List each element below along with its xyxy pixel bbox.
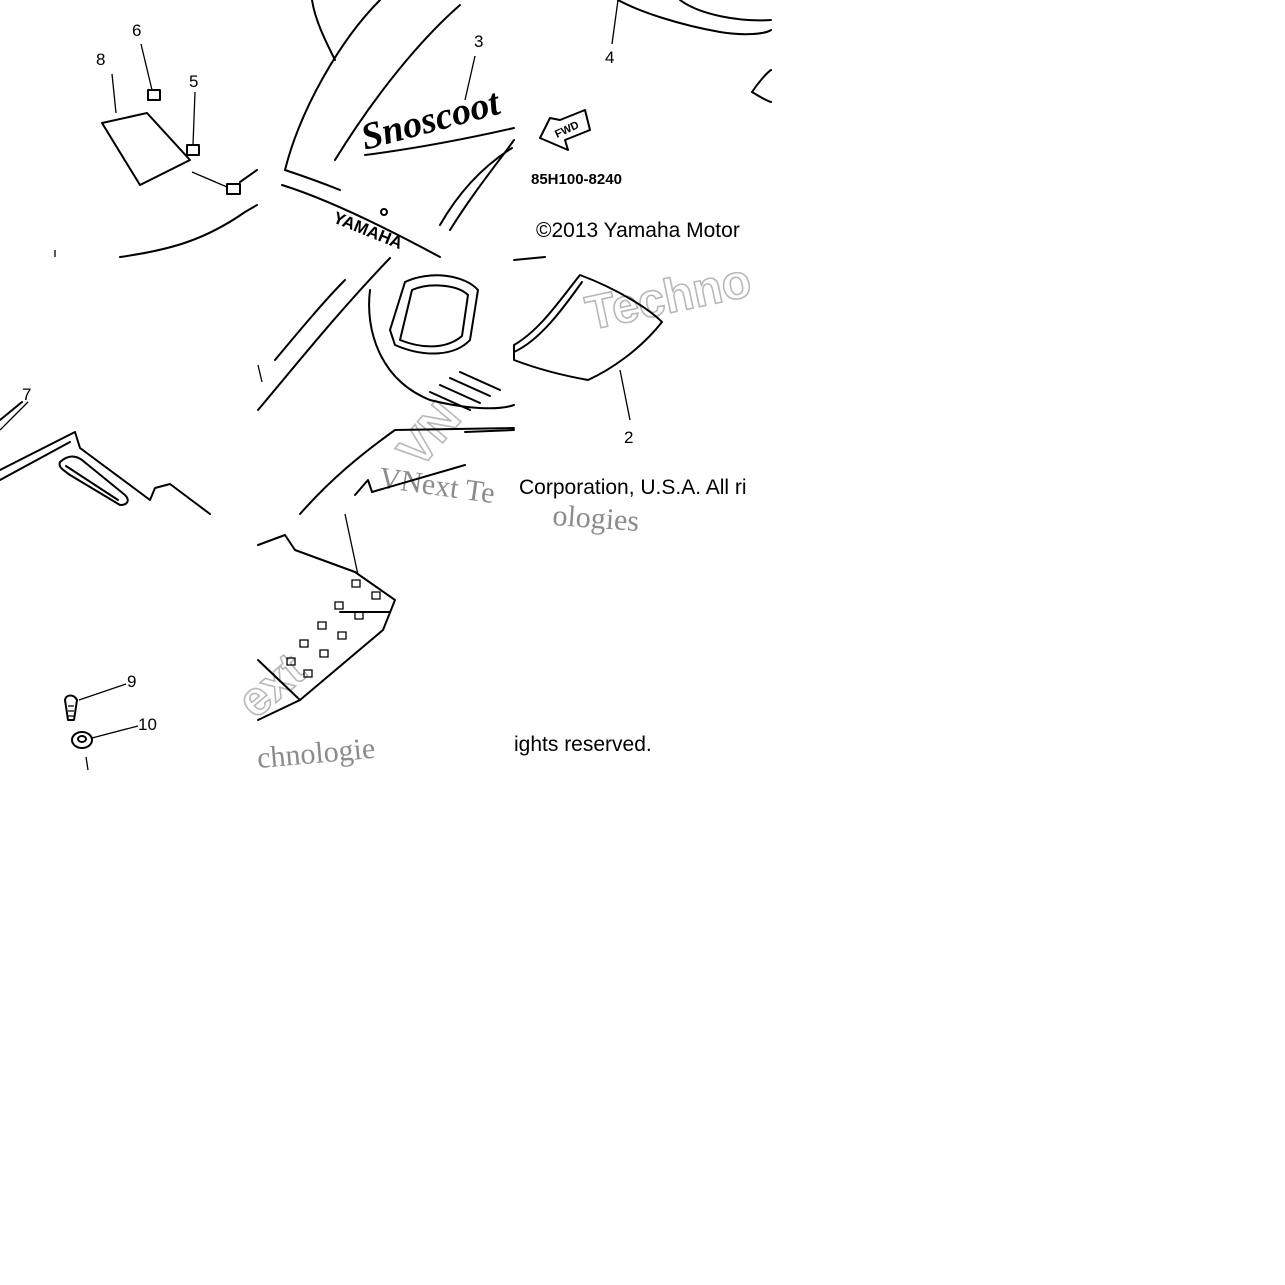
svg-text:FWD: FWD — [553, 119, 581, 140]
copyright-line-2: Corporation, U.S.A. All ri — [519, 476, 747, 499]
watermark-ologies: ologies — [552, 499, 641, 538]
callout-4: 4 — [605, 48, 614, 67]
snoscoot-logo: Snoscoot — [356, 81, 505, 159]
watermark-chnologie: chnologie — [256, 732, 377, 775]
diagram-number: 85H100-8240 — [531, 171, 622, 188]
part-9-screw — [64, 683, 127, 721]
callout-labels: 3 4 5 6 8 7 2 9 10 — [0, 0, 633, 734]
floorboard-grip-holes — [286, 579, 381, 678]
part-4-side-panel — [617, 0, 772, 103]
front-hood — [281, 0, 515, 258]
callout-9: 9 — [127, 672, 136, 691]
snoscoot-logo-swash — [364, 127, 515, 156]
lower-body-line-left — [119, 204, 258, 258]
copyright-line-3: ights reserved. — [514, 733, 652, 756]
callout-7: 7 — [22, 385, 31, 404]
part-7-footrest-left — [0, 401, 211, 515]
copyright-line-1: ©2013 Yamaha Motor — [536, 219, 740, 242]
part-8-decal — [101, 73, 191, 186]
fwd-arrow-decal: FWD — [539, 109, 591, 151]
callout-10: 10 — [138, 715, 157, 734]
watermark-ext: ext — [228, 643, 315, 728]
callout-2: 2 — [624, 428, 633, 447]
part-6-clip — [140, 43, 161, 101]
callout-6: 6 — [132, 21, 141, 40]
callout-5: 5 — [189, 72, 198, 91]
part-5-clip — [186, 91, 200, 156]
part-2-decal — [513, 274, 663, 421]
part-1-floorboard — [257, 513, 396, 721]
callout-3: 3 — [474, 32, 483, 51]
watermark-techno: Techno — [581, 254, 755, 341]
part-10-washer — [71, 725, 139, 771]
part-small-grommet — [191, 169, 258, 195]
yamaha-hood-text: YAMAHA — [331, 208, 406, 253]
center-body — [257, 256, 546, 515]
callout-8: 8 — [96, 50, 105, 69]
